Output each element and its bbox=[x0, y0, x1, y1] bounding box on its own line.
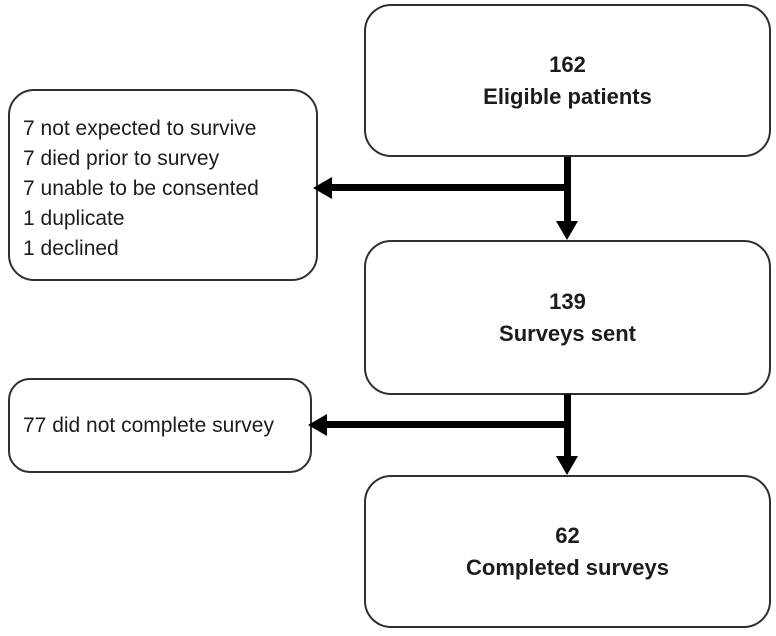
box-did-not-complete: 77 did not complete survey bbox=[8, 378, 312, 473]
box-surveys-sent: 139 Surveys sent bbox=[364, 240, 771, 395]
exclusion-line: 77 did not complete survey bbox=[23, 413, 274, 437]
surveys-sent-label: Surveys sent bbox=[499, 320, 636, 346]
eligible-count: 162 bbox=[549, 51, 586, 77]
completed-label: Completed surveys bbox=[466, 554, 669, 580]
completed-count: 62 bbox=[555, 522, 580, 548]
exclusion-line: 1 declined bbox=[23, 237, 119, 260]
arrowhead-down-to-completed-icon bbox=[556, 456, 578, 475]
exclusion-line: 7 not expected to survive bbox=[23, 117, 257, 140]
box-eligible-patients: 162 Eligible patients bbox=[364, 4, 771, 157]
exclusion-line: 7 unable to be consented bbox=[23, 177, 259, 200]
arrow-line-to-excluded-pre-survey bbox=[329, 184, 571, 191]
box-excluded-pre-survey: 7 not expected to survive 7 died prior t… bbox=[8, 89, 318, 281]
arrowhead-down-to-surveys-sent-icon bbox=[556, 221, 578, 240]
eligible-label: Eligible patients bbox=[483, 83, 652, 109]
exclusion-line: 7 died prior to survey bbox=[23, 147, 220, 170]
arrow-line-to-did-not-complete bbox=[326, 421, 571, 428]
exclusion-line: 1 duplicate bbox=[23, 207, 125, 230]
arrowhead-left-to-did-not-complete-icon bbox=[308, 414, 327, 436]
arrowhead-left-to-excluded-pre-survey-icon bbox=[313, 177, 332, 199]
surveys-sent-count: 139 bbox=[549, 288, 586, 314]
box-completed-surveys: 62 Completed surveys bbox=[364, 475, 771, 628]
